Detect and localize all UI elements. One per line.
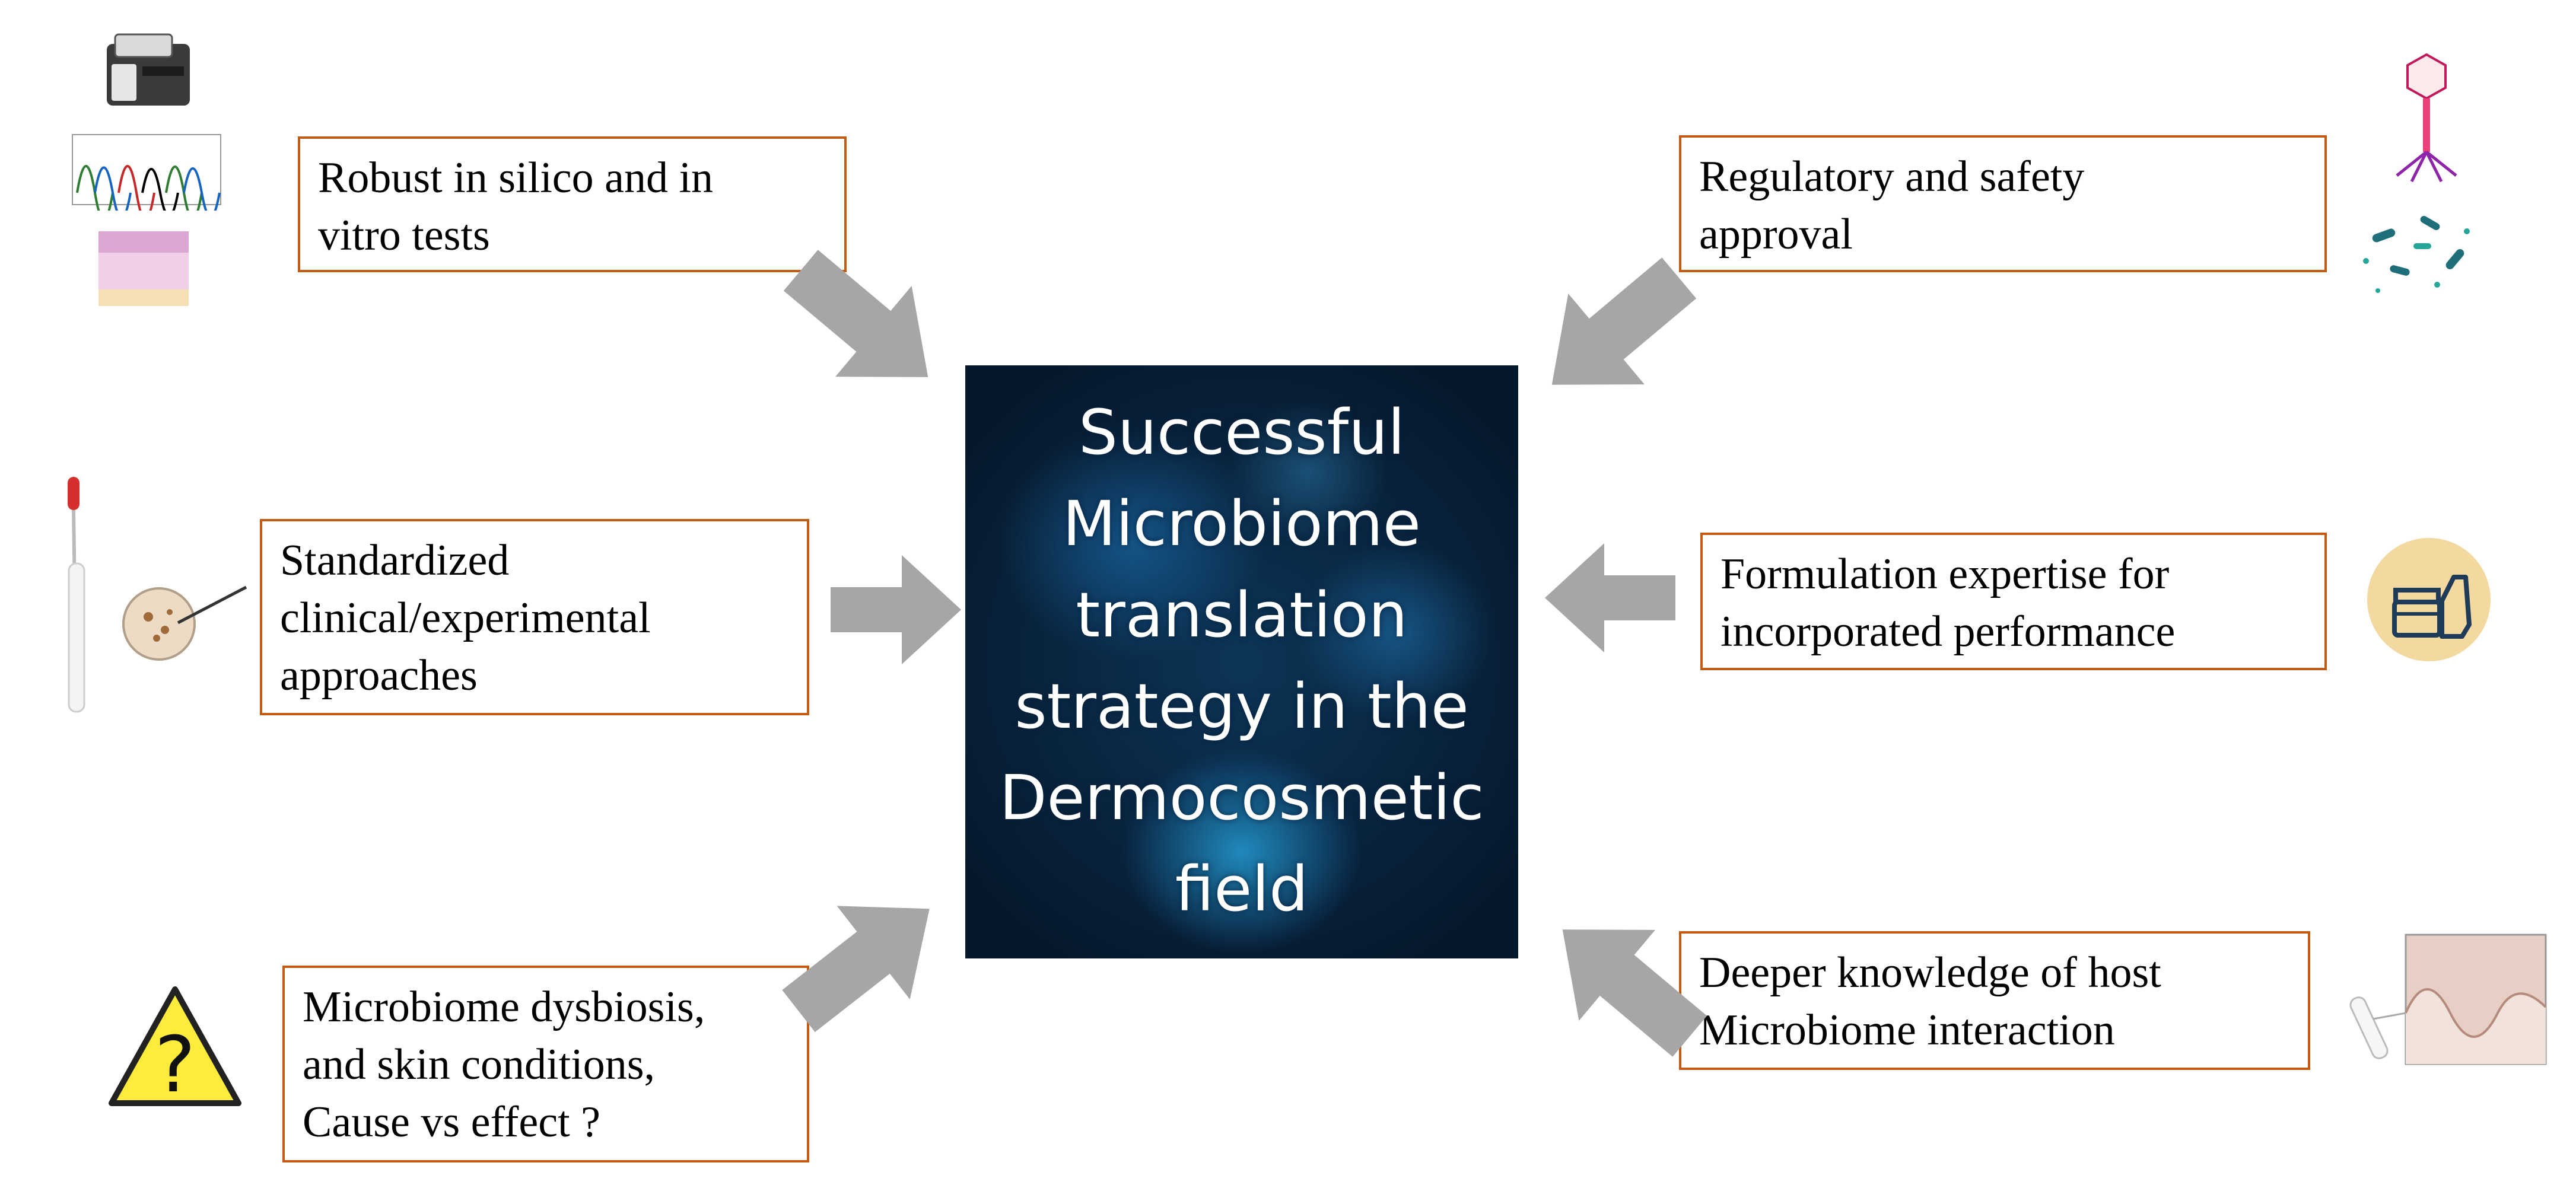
box-line: Robust in silico and in: [318, 154, 713, 202]
box-line: approval: [1699, 210, 1853, 259]
center-title-line: strategy in the: [1015, 670, 1469, 743]
box-line: Microbiome dysbiosis,: [303, 983, 705, 1031]
box-line: Standardized: [280, 536, 510, 585]
svg-text:?: ?: [155, 1020, 196, 1109]
skin-layers-icon: [98, 231, 189, 306]
box-line: and skin conditions,: [303, 1040, 656, 1089]
regulatory-approval-box: Regulatory and safety approval: [1679, 135, 2327, 272]
center-title-line: translation: [1076, 579, 1408, 651]
warning-question-icon: ?: [109, 986, 241, 1109]
center-title: Successful Microbiome translation strate…: [965, 387, 1518, 935]
box-line: Deeper knowledge of host: [1699, 948, 2161, 997]
deeper-knowledge-box: Deeper knowledge of host Microbiome inte…: [1679, 931, 2310, 1070]
center-title-line: Microbiome: [1063, 488, 1421, 560]
bacteria-icon: [2363, 216, 2470, 293]
chromatogram-icon: [72, 134, 221, 211]
swab-tube-icon: [68, 477, 85, 713]
arrow-middle-right: [1545, 543, 1675, 652]
cream-jar-icon: [2367, 538, 2491, 661]
sequencer-icon: [107, 33, 190, 106]
box-line: approaches: [280, 651, 478, 700]
box-line: Formulation expertise for: [1720, 550, 2170, 598]
center-panel: Successful Microbiome translation strate…: [965, 365, 1518, 958]
arrow-top-left: [783, 250, 928, 377]
arrow-top-right: [1551, 257, 1697, 385]
box-line: Cause vs effect ?: [303, 1098, 601, 1146]
arrow-bottom-right: [1562, 929, 1707, 1057]
box-line: Microbiome interaction: [1699, 1006, 2115, 1055]
center-title-line: field: [1175, 853, 1309, 925]
box-line: Regulatory and safety: [1699, 152, 2085, 201]
formulation-expertise-box: Formulation expertise for incorporated p…: [1700, 533, 2327, 670]
box-line: clinical/experimental: [280, 594, 651, 642]
box-line: vitro tests: [318, 211, 490, 260]
robust-tests-box: Robust in silico and in vitro tests: [298, 136, 847, 272]
standardized-approaches-box: Standardized clinical/experimental appro…: [260, 519, 809, 715]
skin-section-icon: [2349, 934, 2547, 1065]
center-title-line: Dermocosmetic: [999, 762, 1484, 834]
center-title-line: Successful: [1078, 396, 1405, 469]
petri-dish-icon: [122, 585, 247, 661]
arrow-bottom-left: [782, 906, 930, 1033]
arrow-middle-left: [831, 555, 961, 664]
box-line: incorporated performance: [1720, 607, 2176, 656]
bacteriophage-icon: [2396, 53, 2457, 183]
dysbiosis-box: Microbiome dysbiosis, and skin condition…: [282, 966, 809, 1162]
